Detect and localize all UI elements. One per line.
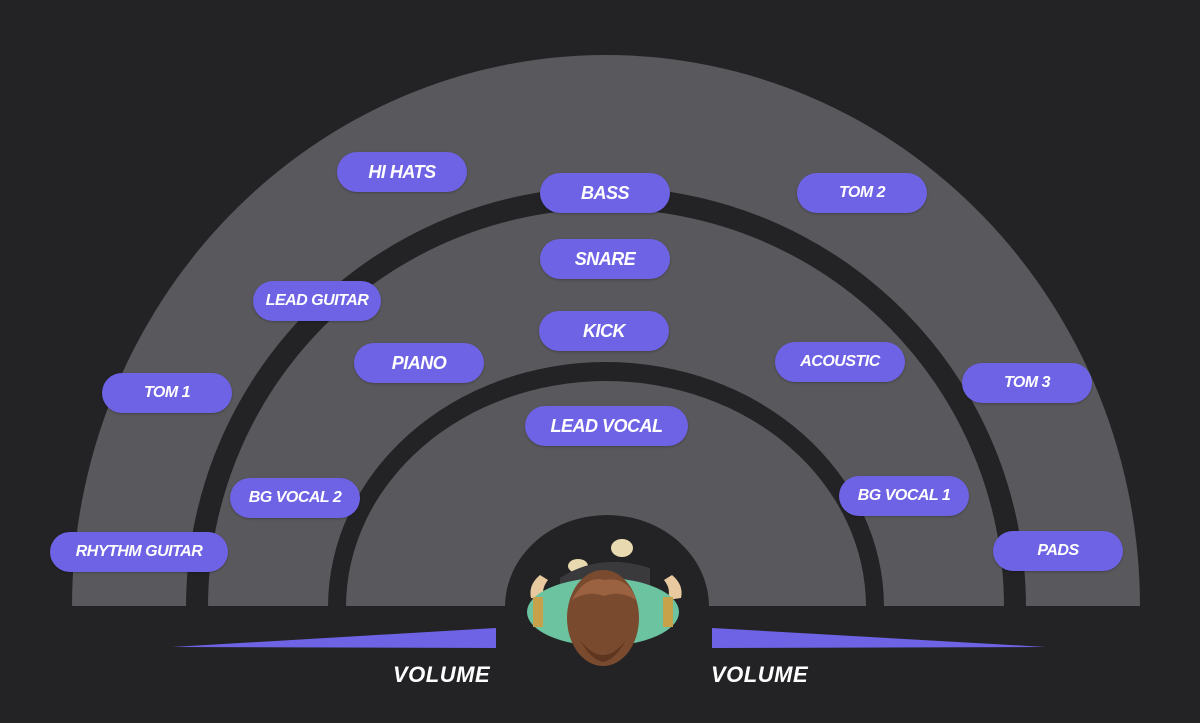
- volume-wedge-right: [712, 628, 1046, 648]
- volume-wedge-left: [172, 628, 496, 648]
- pill-hi-hats: HI HATS: [337, 152, 467, 192]
- pill-bg-vocal-2: BG VOCAL 2: [230, 478, 360, 518]
- pill-tom-3: TOM 3: [962, 363, 1092, 403]
- pill-bg-vocal-1: BG VOCAL 1: [839, 476, 969, 516]
- volume-label-right: VOLUME: [711, 662, 809, 687]
- pill-piano: PIANO: [354, 343, 484, 383]
- volume-label-left: VOLUME: [393, 662, 491, 687]
- pill-snare: SNARE: [540, 239, 670, 279]
- pill-tom-2: TOM 2: [797, 173, 927, 213]
- pill-lead-vocal: LEAD VOCAL: [525, 406, 688, 446]
- listener-top-view-icon: [527, 539, 682, 666]
- pill-kick: KICK: [539, 311, 669, 351]
- pill-tom-1: TOM 1: [102, 373, 232, 413]
- pill-pads: PADS: [993, 531, 1123, 571]
- pill-acoustic: ACOUSTIC: [775, 342, 905, 382]
- inner-band: [346, 381, 866, 607]
- pill-lead-guitar: LEAD GUITAR: [253, 281, 381, 321]
- listener-area: [505, 515, 709, 607]
- pill-rhythm-guitar: RHYTHM GUITAR: [50, 532, 228, 572]
- pill-bass: BASS: [540, 173, 670, 213]
